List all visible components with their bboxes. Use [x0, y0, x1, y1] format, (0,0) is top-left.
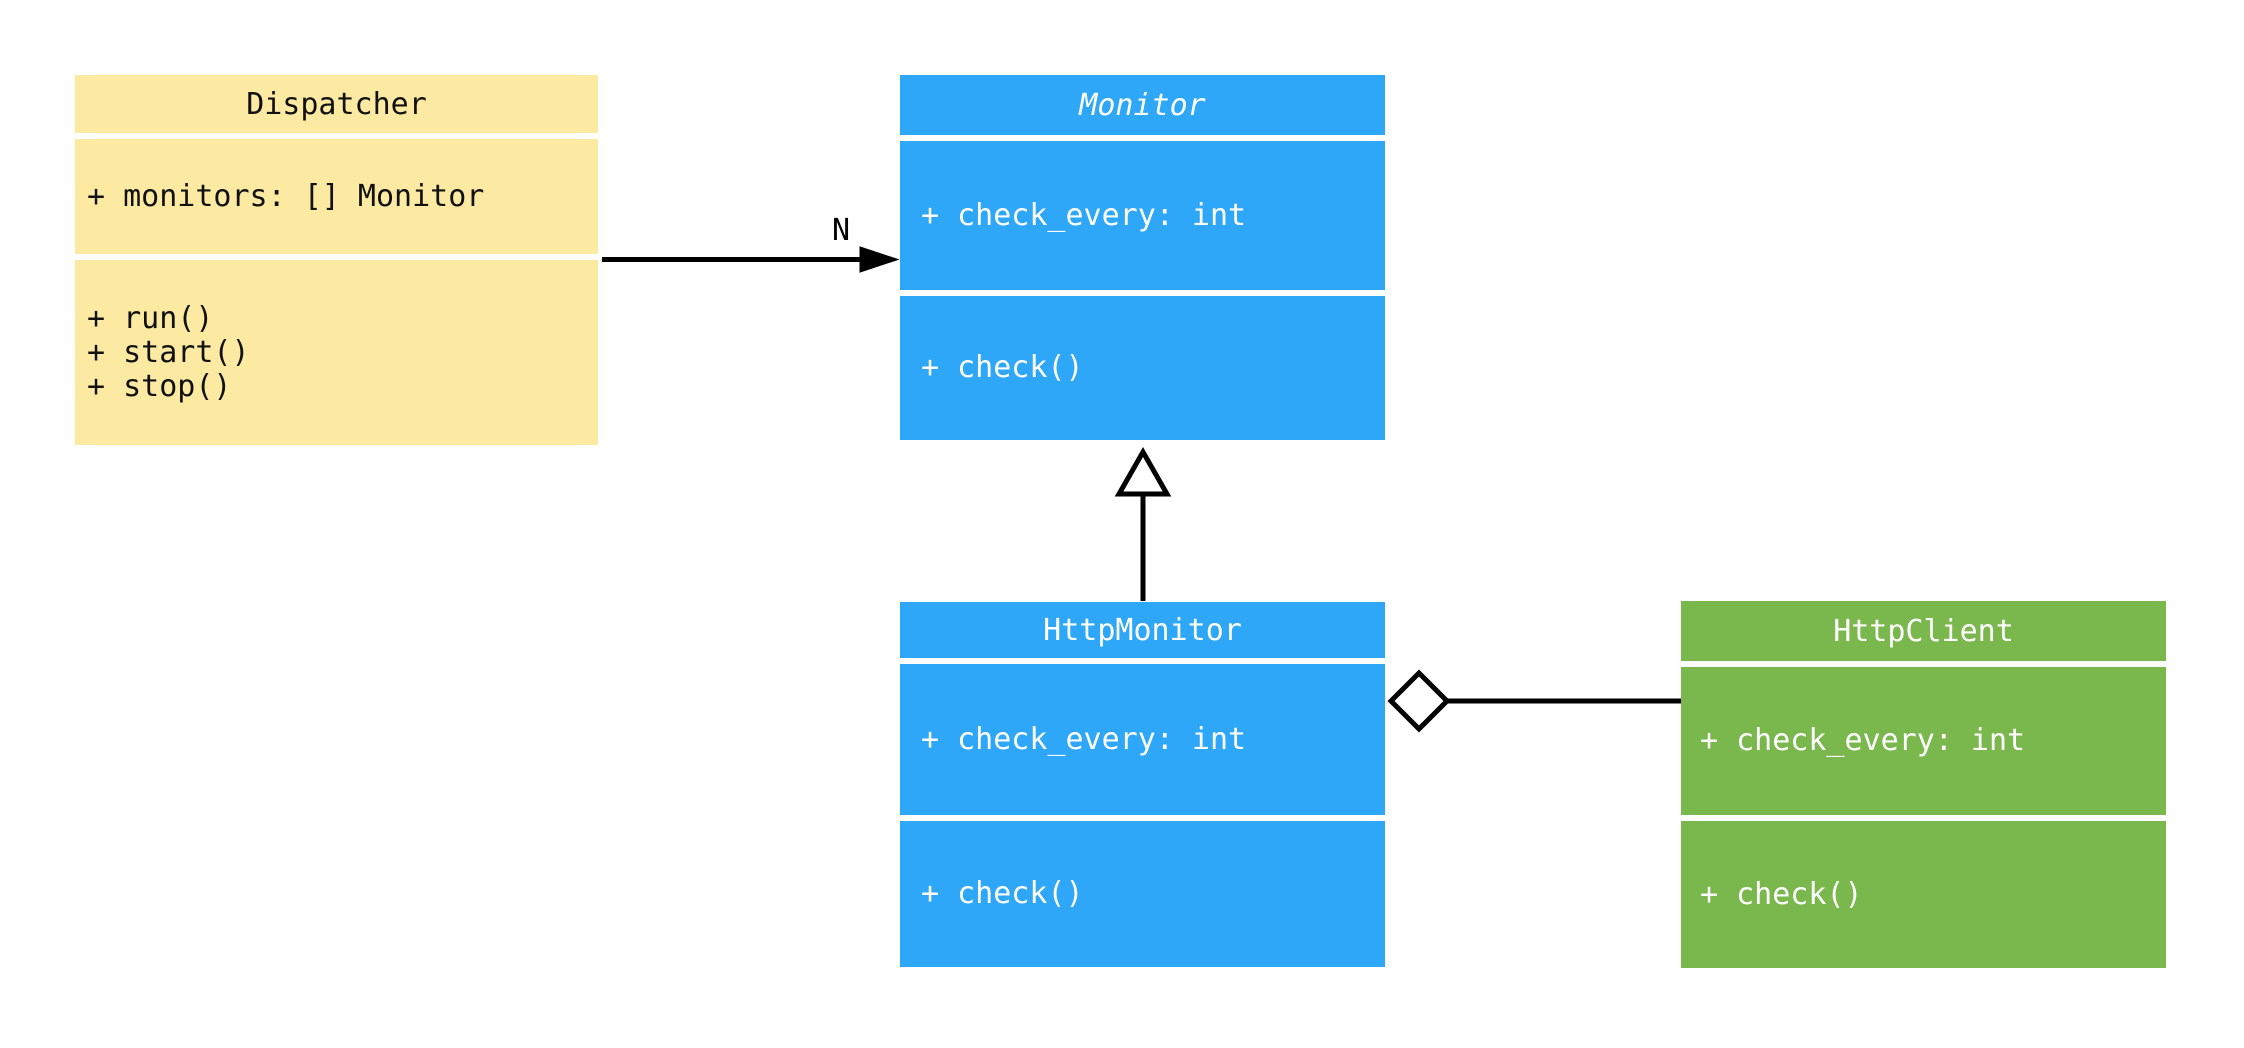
association-edge-dispatcher-to-monitor — [602, 246, 900, 273]
method-line: + check() — [921, 876, 1084, 911]
class-node-httpmonitor: HttpMonitor + check_every: int + check() — [900, 602, 1385, 967]
class-title: HttpClient — [1681, 601, 2166, 661]
class-attributes-compartment: + monitors: [] Monitor — [75, 139, 598, 254]
class-title: Monitor — [900, 75, 1385, 135]
class-title: Dispatcher — [75, 75, 598, 133]
class-attributes-compartment: + check_every: int — [900, 664, 1385, 815]
class-methods-compartment: + check() — [1681, 821, 2166, 968]
association-multiplicity-label: N — [832, 213, 851, 248]
attribute-line: + check_every: int — [921, 197, 1247, 233]
method-line: + run() — [87, 300, 214, 336]
attribute-line: + check_every: int — [1700, 723, 2026, 758]
class-node-httpclient: HttpClient + check_every: int + check() — [1681, 601, 2166, 968]
class-node-dispatcher: Dispatcher + monitors: [] Monitor + run(… — [75, 75, 598, 445]
class-node-monitor: Monitor + check_every: int + check() — [900, 75, 1385, 440]
class-methods-compartment: + check() — [900, 296, 1385, 440]
filled-arrowhead-icon — [859, 246, 900, 273]
method-line: + check() — [921, 350, 1084, 385]
generalization-edge-httpmonitor-to-monitor — [1114, 446, 1172, 601]
class-methods-compartment: + run() + start() + stop() — [75, 260, 598, 445]
attribute-line: + check_every: int — [921, 721, 1247, 757]
class-title: HttpMonitor — [900, 602, 1385, 658]
class-attributes-compartment: + check_every: int — [900, 141, 1385, 290]
aggregation-edge-httpmonitor-to-httpclient — [1387, 669, 1681, 733]
method-line: + start() — [87, 334, 250, 370]
attribute-line: + monitors: [] Monitor — [87, 178, 485, 214]
hollow-diamond-icon — [1387, 669, 1451, 733]
method-line: + check() — [1700, 876, 1863, 912]
class-attributes-compartment: + check_every: int — [1681, 667, 2166, 815]
method-line: + stop() — [87, 368, 232, 404]
hollow-triangle-icon — [1114, 446, 1172, 497]
class-methods-compartment: + check() — [900, 821, 1385, 967]
